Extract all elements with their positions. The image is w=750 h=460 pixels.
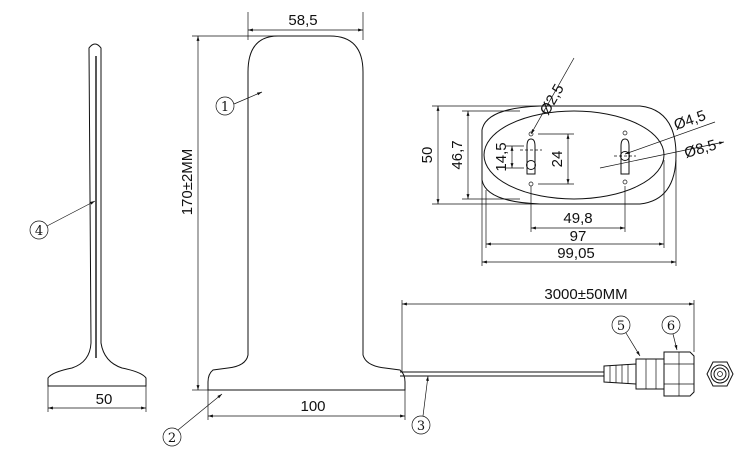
dim-span-498: 49,8 — [563, 210, 592, 227]
dim-hole-medium: Ø4,5 — [672, 107, 708, 134]
keyhole-slot-right — [620, 138, 630, 175]
dim-hole-small: Ø2,5 — [537, 81, 568, 118]
front-view-outline — [207, 35, 406, 391]
connector-nut — [663, 351, 695, 397]
callout-3: 3 — [411, 375, 431, 435]
dim-height: 170±2MM — [179, 149, 196, 216]
dim-mount-467: 46,7 — [449, 140, 466, 169]
side-view-outline — [47, 43, 147, 387]
dim-base-width: 100 — [300, 398, 325, 415]
callout-6: 6 — [661, 315, 681, 351]
bottom-view-inner — [483, 110, 665, 200]
callout-1-label: 1 — [221, 100, 229, 115]
dim-span-97: 97 — [570, 228, 587, 245]
dim-span-9905: 99,05 — [557, 245, 595, 262]
callout-2-label: 2 — [168, 431, 176, 446]
dim-slot-145: 14,5 — [493, 142, 510, 171]
bottom-view: 50 46,7 14,5 24 Ø2,5 Ø4,5 Ø8,5 49,8 — [419, 57, 725, 266]
dim-hole-large: Ø8,5 — [682, 137, 718, 162]
dim-side-base: 50 — [96, 391, 113, 408]
connector-end-view — [706, 361, 734, 387]
keyhole-slot-left — [526, 138, 536, 175]
callout-3-label: 3 — [417, 419, 425, 434]
callout-5: 5 — [611, 315, 641, 357]
dim-mount-50: 50 — [419, 147, 436, 164]
callout-2: 2 — [162, 393, 223, 447]
bottom-view-outer — [481, 105, 677, 205]
front-view: 58,5 170±2MM 100 — [179, 12, 406, 420]
callout-6-label: 6 — [667, 319, 675, 334]
connector-body — [635, 358, 665, 390]
dim-top-width: 58,5 — [288, 12, 317, 29]
cable-assembly: 3000±50MM — [400, 286, 734, 397]
dim-cable-length: 3000±50MM — [544, 286, 627, 303]
strain-relief — [603, 363, 637, 385]
callout-5-label: 5 — [617, 319, 625, 334]
callout-1: 1 — [215, 91, 263, 116]
callout-4-label: 4 — [35, 224, 43, 239]
side-view: 50 — [47, 43, 147, 412]
callout-4: 4 — [29, 200, 96, 240]
dim-slot-24: 24 — [549, 151, 566, 168]
